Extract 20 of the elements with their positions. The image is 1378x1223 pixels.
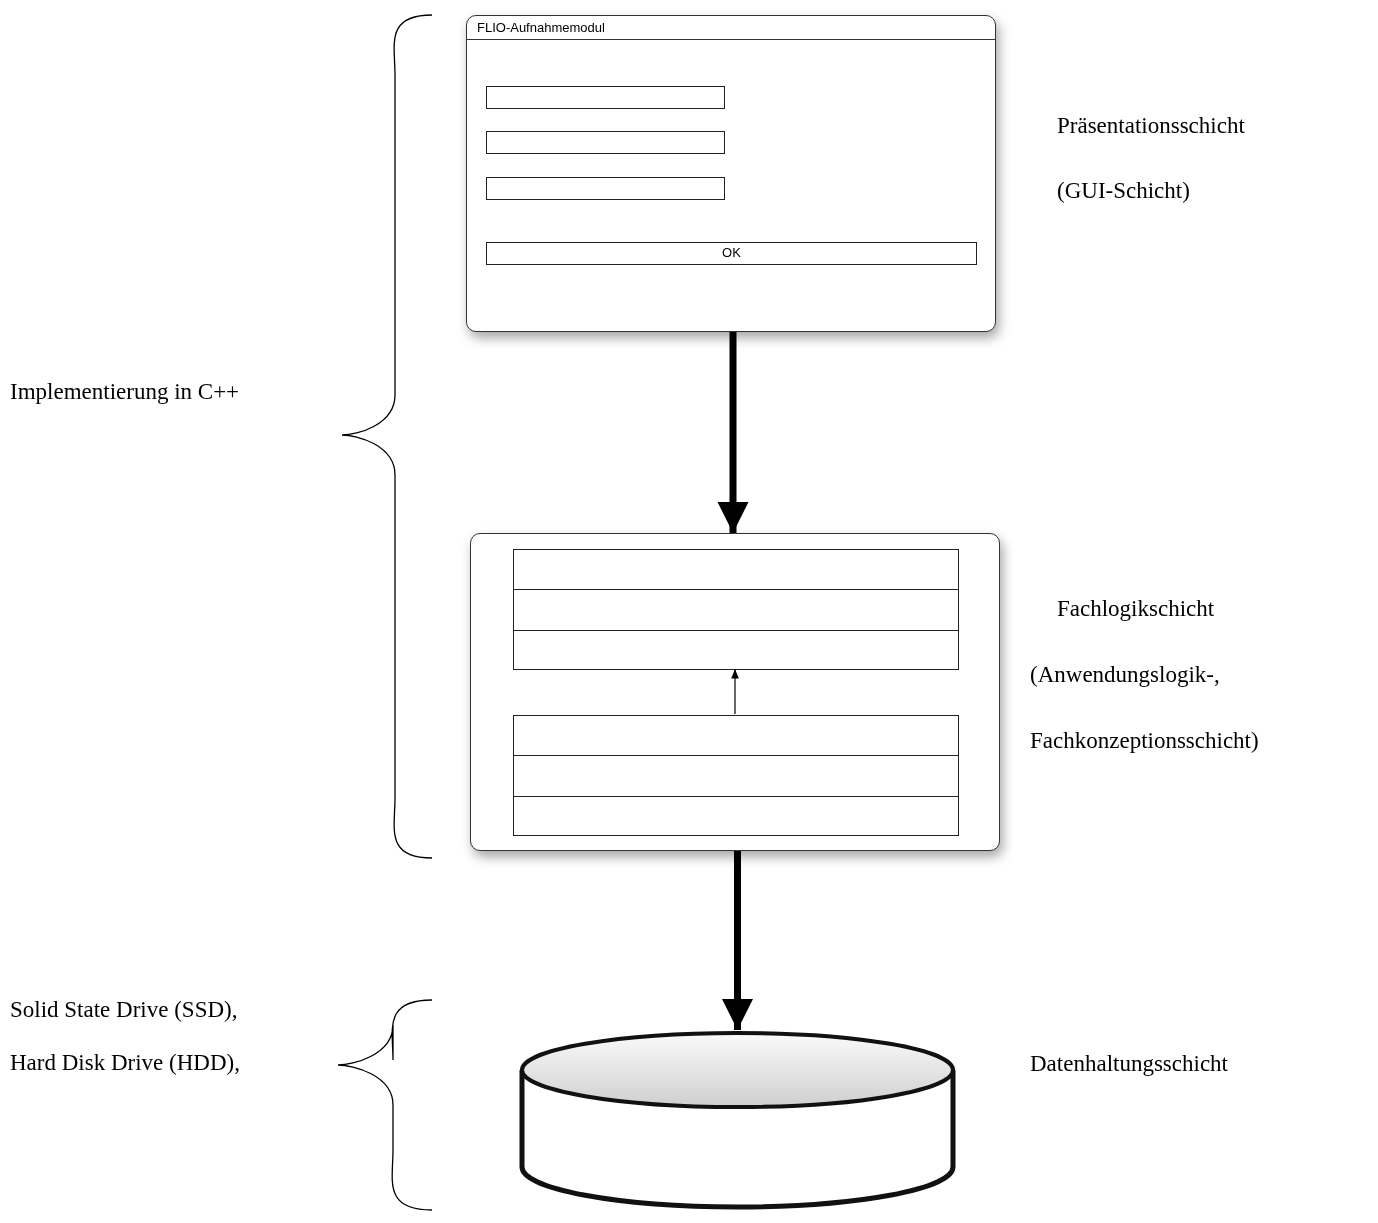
layer-label: (Anwendungslogik-, Fachkonzeptionsschicht): [1030, 661, 1260, 755]
layer-panel: [470, 533, 1000, 851]
dialog-window: [466, 15, 996, 332]
button: OK: [486, 242, 977, 265]
layer-label: (GUI-Schicht): [1057, 178, 1190, 204]
layer-label: Fachlogikschicht: [1057, 596, 1215, 622]
arrow: [731, 668, 739, 715]
layer-label: Implementierung in C++: [10, 379, 240, 405]
layer-label: Solid State Drive (SSD),: [10, 997, 238, 1023]
database-cylinder: [519, 1030, 956, 1210]
arrow: [717, 332, 749, 533]
input-field: [486, 86, 725, 109]
layer-label: Datenhaltungsschicht: [1030, 1051, 1228, 1077]
layer-label: Hard Disk Drive (HDD),: [10, 1050, 240, 1076]
class-box: [513, 549, 959, 670]
window-title: FLIO-Aufnahmemodul: [467, 16, 995, 40]
class-box: [513, 715, 959, 836]
layer-label: Präsentationsschicht: [1057, 113, 1245, 139]
input-field: [486, 131, 725, 154]
input-field: [486, 177, 725, 200]
